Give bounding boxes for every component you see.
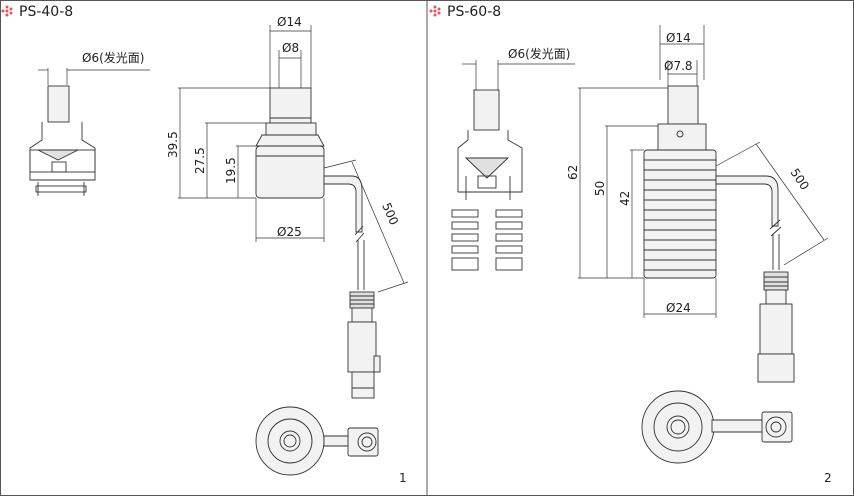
height-2-label: 50 [593, 181, 607, 196]
height-1-label: 62 [566, 165, 580, 180]
panel-2: PS-60-8 Ø6(发光面) [429, 4, 832, 485]
title-marker-icon [1, 5, 13, 17]
cable-length-label: 500 [379, 201, 401, 228]
title-marker-icon [429, 5, 441, 17]
height-1-label: 39.5 [166, 131, 180, 158]
page-number: 1 [399, 471, 407, 485]
panel-1: PS-40-8 Ø6(发光面) Ø14 [1, 4, 409, 485]
inner-diameter-label: Ø7.8 [664, 59, 693, 73]
height-3-label: 19.5 [224, 157, 238, 184]
heat-sink-fins [451, 209, 523, 271]
inner-diameter-label: Ø8 [282, 41, 299, 55]
emit-diameter-label: Ø6(发光面) [82, 50, 144, 65]
section-view: Ø6(发光面) [29, 50, 150, 196]
top-view [255, 406, 379, 476]
page-number: 2 [824, 471, 832, 485]
cable-length-label: 500 [788, 166, 812, 193]
top-view [641, 390, 793, 464]
top-diameter-label: Ø14 [277, 15, 302, 29]
body-diameter-label: Ø25 [277, 225, 302, 239]
panel-2-title: PS-60-8 [447, 4, 501, 20]
side-view: Ø14 Ø7.8 [566, 25, 829, 383]
height-3-label: 42 [618, 191, 632, 206]
emit-diameter-label: Ø6(发光面) [508, 46, 570, 61]
top-diameter-label: Ø14 [666, 31, 691, 45]
section-view: Ø6(发光面) [451, 46, 575, 271]
body-diameter-label: Ø24 [666, 301, 691, 315]
side-view: Ø14 Ø8 39.5 27.5 19.5 [166, 15, 409, 399]
heat-sink-fins [644, 159, 716, 271]
panel-1-title: PS-40-8 [19, 4, 73, 20]
height-2-label: 27.5 [193, 147, 207, 174]
